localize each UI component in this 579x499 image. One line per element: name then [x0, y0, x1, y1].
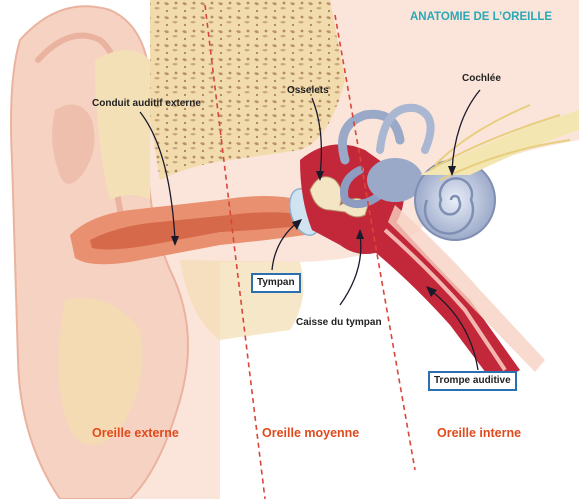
label-tympan: Tympan [251, 273, 301, 293]
diagram-title: ANATOMIE DE L’OREILLE [410, 12, 552, 24]
label-cochlee: Cochlée [462, 74, 501, 84]
label-osselets: Osselets [287, 86, 329, 96]
label-caisse-du-tympan: Caisse du tympan [296, 318, 382, 328]
label-trompe-auditive: Trompe auditive [428, 371, 517, 391]
region-oreille-externe: Oreille externe [92, 427, 179, 440]
region-oreille-moyenne: Oreille moyenne [262, 427, 359, 440]
label-conduit-auditif: Conduit auditif externe [92, 99, 201, 109]
region-oreille-interne: Oreille interne [437, 427, 521, 440]
